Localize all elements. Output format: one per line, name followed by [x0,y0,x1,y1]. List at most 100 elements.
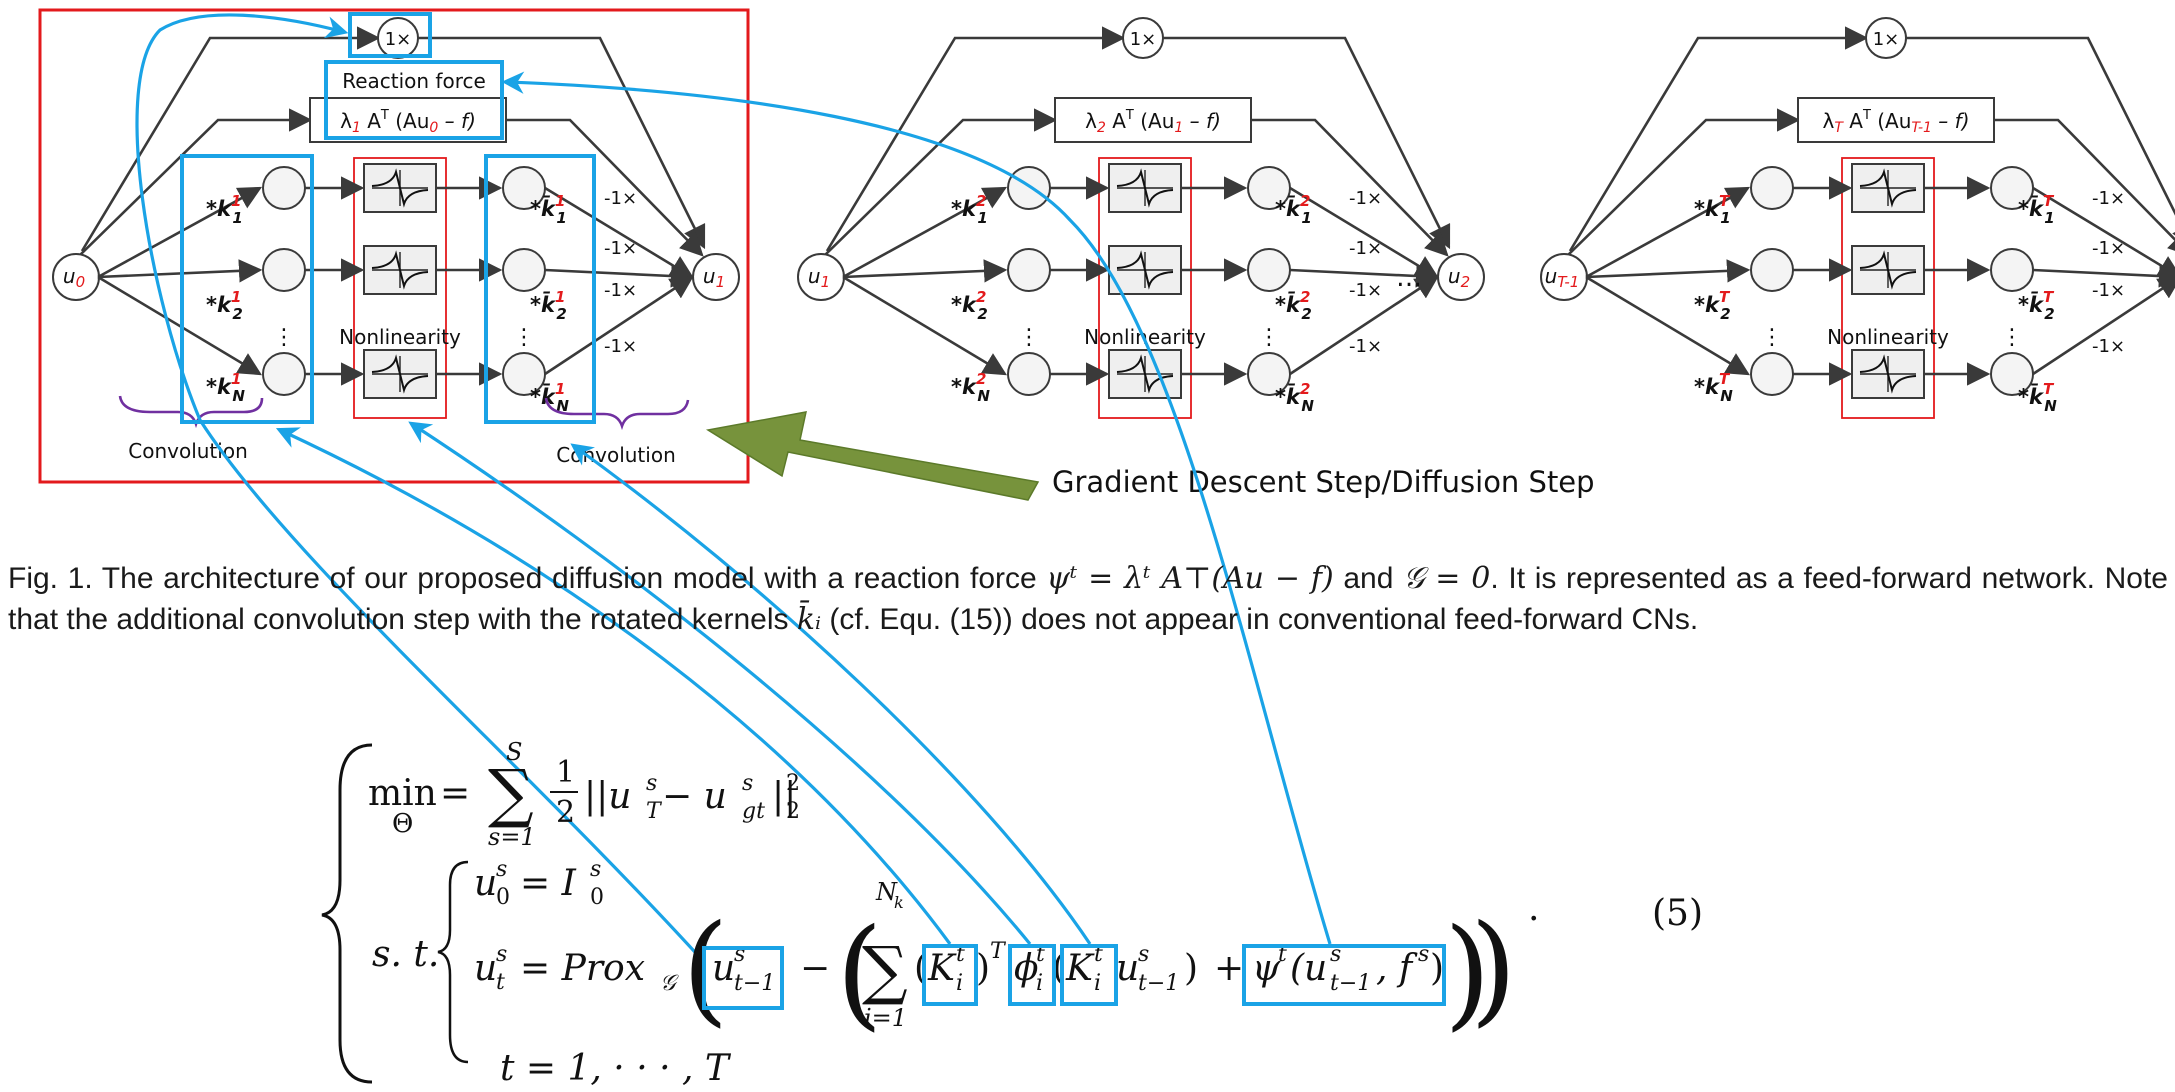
stage1-output-index: 1 [716,273,726,291]
eq-K-sup: t [956,942,965,967]
stage3-row3-nonlinearity-box [1851,349,1925,399]
eq-frac-den: 2 [556,795,575,830]
stage1-row2-nonlinearity-box [363,245,437,295]
stage1-row1-nonlinearity-box [363,163,437,213]
stage1-vdots-left: ⋮ [273,325,295,350]
stage1-row2-rot-kernel-label-k: *k̄ [530,292,557,317]
stage3-identity-label: 1× [1873,29,1900,50]
stage1-row2-to-out-edge [544,264,695,288]
eq-init-lhs-sup: s [496,857,507,882]
eq-psi-args-end-sup: s [1418,942,1429,967]
stage1-row3-kernel-label-sub: N [232,387,245,405]
eq-phi-sub: i [1036,971,1043,996]
stage2-reaction-part-4: (Au [1134,109,1175,133]
stage1-reaction-part-5: 0 [429,120,438,136]
stage3-row2-nonlinearity-box [1851,245,1925,295]
stage3-row3-rot-kernel-label-sup: T [2043,380,2055,398]
stage3-row2-rot-node [1990,248,2034,292]
stage1-row1-kernel-label-k: *k [206,197,233,221]
stage2-weight-2: -1× [1349,238,1382,259]
stage3-reaction-part-0: λ [1822,109,1834,133]
gradient-step-arrow [705,411,1040,501]
stage3-row3-rot-kernel-label-k: *k̄ [2018,384,2045,409]
eq-psi-args-end: , f [1376,948,1418,989]
stage2-row2-conv-edge [842,259,1008,283]
stage3-row2-conv-node [1750,248,1794,292]
stage3-input-index: T-1 [1557,273,1579,291]
stage1-weight-1: -1× [604,188,637,209]
stage1-row2-nonlinearity-box-curve [371,250,429,290]
stage1-reaction-in-edge [79,108,313,256]
box-convolution-right [484,154,596,424]
stage2-row1-kernel-label-k: *k [951,197,978,221]
eq-loss-norm-sup: 2 [786,771,800,796]
stage1-frame [38,8,750,484]
stage3-row3-rot-kernel-label-sub: N [2044,397,2057,415]
stage3-row2-rot-kernel-label-k: *k̄ [2018,292,2045,317]
stage2-row3-nonlinearity-box-curve [1116,354,1174,394]
stage1-row3-nonlinearity-box-curve [371,354,429,394]
eq-period: . [1528,888,1539,929]
stage1-row3-kernel-label-k: *k [206,375,233,399]
stage2-output-base: u [1448,264,1461,288]
eq-psi-args-sup: s [1330,942,1341,967]
stage1-row2-rot-kernel-label-sub: 2 [556,305,566,323]
stage1-row1-kernel-label-sup: 1 [231,192,241,210]
stage3-input-text: uT-1 [1545,264,1580,291]
stage1-row2-kernel-label-sub: 2 [232,305,242,323]
stage2-row3-to-out-edge [1289,275,1439,376]
stage1-row2-conv-node [262,248,306,292]
conv-brace-right [544,397,690,431]
stage1-row2-rot-kernel-label-sup: 1 [555,288,565,306]
caption-suffix: (cf. Equ. (15)) does not appear in conve… [821,603,1699,636]
stage3-identity-out-edge [1906,36,2175,250]
eq-psi-args: (u [1290,948,1327,989]
eq-init-lhs: u [474,863,497,904]
stage1-row1-nonlinearity-box-curve [371,168,429,208]
stage3-reaction-part-3: T [1862,108,1871,123]
stage2-row2-rot-kernel-label-k: *k̄ [1275,292,1302,317]
stage1-reaction-out-edge [506,118,704,257]
stage2-reaction-box [1054,97,1252,143]
stage2-row2-to-out-edge [1289,264,1440,288]
eq-psi-sup: t [1278,942,1287,967]
stage3-row2-kernel-label-k: *k [1694,293,1721,317]
stage1-row2-conv-edge [97,259,263,283]
caption-mid-1: and [1333,562,1404,595]
eq-number: (5) [1652,893,1703,934]
inner-left-brace [437,860,469,1064]
stage2-row3-conv-node [1007,352,1051,396]
stage1-reaction-box [309,97,507,143]
stage2-row1-kernel-label-sup: 2 [976,192,986,210]
stage1-weight-4: -1× [604,336,637,357]
stage3-row3-conv-node [1750,352,1794,396]
arrow-psi-to-reaction [501,71,1332,945]
convolution-label-left: Convolution [128,439,248,463]
stage3-row3-to-out-edge [2032,275,2175,376]
stage3-reaction-part-6: – f) [1932,109,1970,133]
box-eq-psi [1242,944,1446,1006]
eq-frac-num: 1 [556,755,575,790]
stage2-nonlinearity-frame [1098,157,1192,419]
stage2-row2-rot-kernel-label-sub: 2 [1301,305,1311,323]
stage3-row1-kernel-label-k: *k [1694,197,1721,221]
stage1-row2-kernel-label-sup: 1 [231,288,241,306]
stage2-input-index: 1 [821,273,831,291]
caption-math-kbar: k̄ᵢ [796,602,822,637]
stage3-row2-rot-kernel-label-sup: T [2043,288,2055,306]
stage3-input-base: u [1545,264,1558,288]
stage2-row2-kernel-label-k: *k [951,293,978,317]
stage3-weight-4: -1× [2092,336,2125,357]
eq-K: K [927,948,957,989]
eq-K2: K [1065,948,1095,989]
caption-prefix: Fig. 1. The architecture of our proposed… [8,562,1047,595]
stage3-reaction-part-1: T [1834,120,1844,136]
stage1-row3-to-out-edge [544,275,694,376]
stage1-input-label: u0 [63,264,85,291]
